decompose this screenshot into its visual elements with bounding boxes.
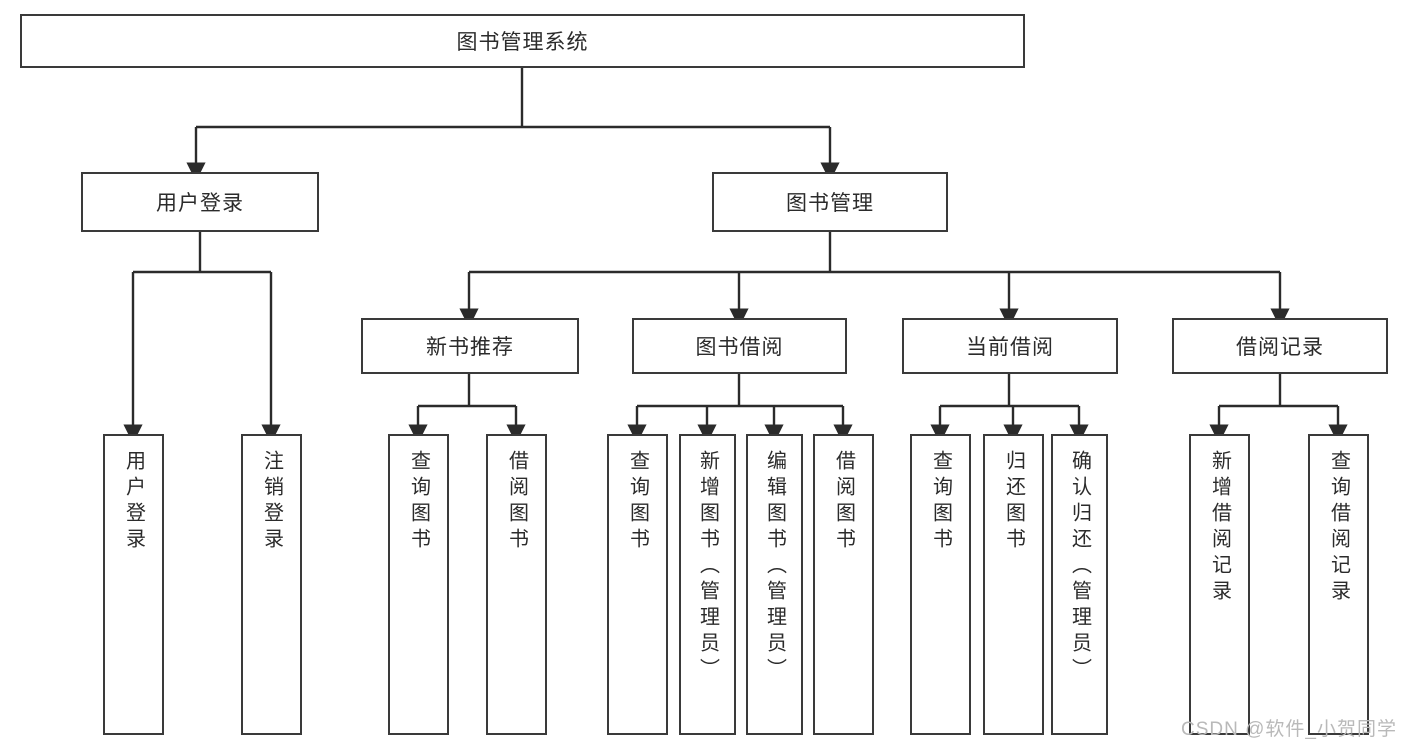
node-leaf-query-book-1[interactable]: 查询图书: [388, 434, 449, 735]
node-book-borrow[interactable]: 图书借阅: [632, 318, 847, 374]
node-leaf-query-record[interactable]: 查询借阅记录: [1308, 434, 1369, 735]
node-new-book-recommend[interactable]: 新书推荐: [361, 318, 579, 374]
node-current-borrow-label: 当前借阅: [966, 336, 1054, 359]
node-leaf-borrow-book-2[interactable]: 借阅图书: [813, 434, 874, 735]
node-leaf-user-login[interactable]: 用户登录: [103, 434, 164, 735]
node-leaf-query-book-3[interactable]: 查询图书: [910, 434, 971, 735]
node-leaf-query-book-2[interactable]: 查询图书: [607, 434, 668, 735]
node-new-book-recommend-label: 新书推荐: [426, 336, 514, 359]
node-leaf-return-book-label: 归还图书: [1002, 450, 1025, 554]
node-borrow-record-label: 借阅记录: [1236, 336, 1324, 359]
node-leaf-query-book-2-label: 查询图书: [626, 450, 649, 554]
node-leaf-add-record-label: 新增借阅记录: [1208, 450, 1231, 606]
node-book-manage[interactable]: 图书管理: [712, 172, 948, 232]
node-leaf-add-book-label: 新增图书（管理员）: [696, 450, 719, 684]
node-leaf-query-book-3-label: 查询图书: [929, 450, 952, 554]
node-book-borrow-label: 图书借阅: [695, 336, 784, 359]
node-leaf-add-book[interactable]: 新增图书（管理员）: [679, 434, 736, 735]
node-leaf-borrow-book-1-label: 借阅图书: [505, 450, 528, 554]
node-leaf-logout-label: 注销登录: [260, 450, 283, 554]
node-user-login-label: 用户登录: [156, 192, 244, 215]
node-leaf-logout[interactable]: 注销登录: [241, 434, 302, 735]
node-current-borrow[interactable]: 当前借阅: [902, 318, 1118, 374]
node-book-manage-label: 图书管理: [786, 192, 874, 215]
node-leaf-user-login-label: 用户登录: [122, 450, 145, 554]
node-leaf-borrow-book-1[interactable]: 借阅图书: [486, 434, 547, 735]
node-root-label: 图书管理系统: [456, 31, 589, 54]
node-leaf-query-book-1-label: 查询图书: [407, 450, 430, 554]
node-leaf-confirm-return[interactable]: 确认归还（管理员）: [1051, 434, 1108, 735]
node-leaf-query-record-label: 查询借阅记录: [1327, 450, 1350, 606]
watermark: CSDN @软件_小贺同学: [1181, 719, 1397, 740]
node-leaf-edit-book-label: 编辑图书（管理员）: [763, 450, 786, 684]
node-leaf-edit-book[interactable]: 编辑图书（管理员）: [746, 434, 803, 735]
node-root[interactable]: 图书管理系统: [20, 14, 1025, 68]
node-leaf-return-book[interactable]: 归还图书: [983, 434, 1044, 735]
node-leaf-add-record[interactable]: 新增借阅记录: [1189, 434, 1250, 735]
node-leaf-borrow-book-2-label: 借阅图书: [832, 450, 855, 554]
node-borrow-record[interactable]: 借阅记录: [1172, 318, 1388, 374]
node-user-login[interactable]: 用户登录: [81, 172, 319, 232]
node-leaf-confirm-return-label: 确认归还（管理员）: [1068, 450, 1091, 684]
